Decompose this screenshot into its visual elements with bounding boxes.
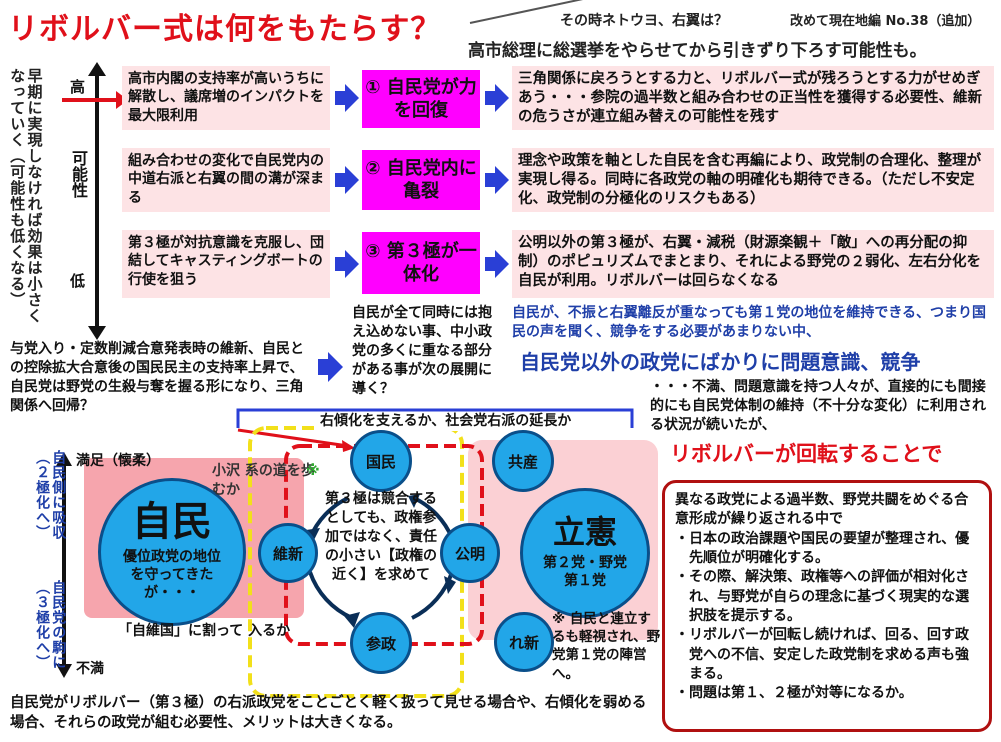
note-right-big: 自民党以外の政党にばかりに問題意識、競争 xyxy=(520,350,921,374)
top-note: その時ネトウヨ、右翼は？ xyxy=(560,13,728,29)
row2-arrow-icon xyxy=(345,166,359,194)
arc-sansei-komei xyxy=(411,571,454,620)
axis-arrow-up-icon xyxy=(88,62,106,76)
row2-outcome: 理念や政策を軸とした自民を含む再編により、政党制の合理化、整理が実現し得る。同時… xyxy=(512,148,994,212)
komei-circle: 公明 xyxy=(440,523,500,583)
note-right-small: ・・・不満、問題意識を持つ人々が、直接的にも間接的にも自民党体制の維持（不十分な… xyxy=(650,379,986,433)
row1-arrow2-stem xyxy=(485,91,495,105)
page-title: リボルバー式は何をもたらす？ xyxy=(8,12,442,47)
bottom-right-item: ・問題は第１、２極が対等になるか。 xyxy=(675,685,913,702)
left-vert-piece: 自民党の駒に（３極化へ） xyxy=(34,580,67,670)
row2-cause: 組み合わせの変化で自民党内の中道右派と右翼の間の溝が深まる xyxy=(122,148,330,212)
row3-result: ③ 第３極が一体化 xyxy=(362,232,480,294)
row3-arrow2-icon xyxy=(495,250,509,278)
ozawa-mark: ※ xyxy=(306,463,320,479)
blue-bracket xyxy=(236,408,634,428)
bottom-left-note: 自民党がリボルバー（第３極）の右派政党をことごとく軽く扱って見せる場合や、右傾化… xyxy=(10,695,647,731)
axis-low-label: 低 xyxy=(70,272,86,290)
top-subtitle: 高市総理に総選挙をやらせてから引きずり下ろす可能性も。 xyxy=(468,41,927,61)
arc-head-2-icon xyxy=(344,612,360,628)
top-reference: 改めて現在地編 No.38（追加） xyxy=(790,14,981,29)
axis-arrow-down-icon xyxy=(88,326,106,340)
bottom-right-item: ・リボルバーが回転し続ければ、回る、回す政党への不信、安定した政党制を求める声も… xyxy=(675,627,969,682)
arc-head-3-icon xyxy=(444,576,456,594)
row1-arrow-stem xyxy=(335,91,345,105)
kokumin-label: 国民 xyxy=(365,452,396,471)
bottom-right-box: 異なる政党による過半数、野党共闘をめぐる合意形成が繰り返される中で ・日本の政治… xyxy=(662,480,992,732)
row1-arrow2-icon xyxy=(495,84,509,112)
mid-arrow-icon xyxy=(328,352,343,382)
axis-line xyxy=(95,72,99,330)
satisfaction-arrow-down-icon xyxy=(56,664,72,678)
row3-arrow-icon xyxy=(345,250,359,278)
bottom-right-item: ・その際、解決策、政権等への評価が相対化され、与野党が自らの理念に基づく現実的な… xyxy=(675,569,970,624)
rikken-label: 立憲 xyxy=(552,512,617,551)
komei-label: 公明 xyxy=(454,544,485,563)
row1-cause: 高市内閣の支持率が高いうちに解散し、議席増のインパクトを最大限利用 xyxy=(122,66,330,130)
row1-outcome: 三角関係に戻ろうとする力と、リボルバー式が残ろうとする力がせめぎあう・・・参院の… xyxy=(512,66,994,130)
note-green: ※ 自民と連立するも軽視され、野党第１党の陣営へ。 xyxy=(552,611,661,682)
bottom-right-intro: 異なる政党による過半数、野党共闘をめぐる合意形成が繰り返される中で xyxy=(675,492,969,528)
jimin-label: 自民 xyxy=(132,498,212,545)
reiwa-label: れ新 xyxy=(508,633,539,652)
row3-arrow-stem xyxy=(335,257,345,271)
axis-mid-label: 可能性 xyxy=(69,150,88,198)
row2-arrow2-stem xyxy=(485,173,495,187)
ozawa-note: 小沢 系の道を歩むか xyxy=(212,463,315,498)
unsatisfied-label: 不満 xyxy=(76,661,104,677)
satisfaction-arrow-up-icon xyxy=(56,452,72,466)
jimin-sub: 優位政党の地位を守ってきたが・・・ xyxy=(123,548,221,602)
row3-outcome: 公明以外の第３極が、右翼・減税（財源楽観＋「敵」への再分配の抑制）のポピュリズム… xyxy=(512,230,994,298)
bottom-right-item: ・日本の政治課題や国民の要望が整理され、優先順位が明確化する。 xyxy=(675,530,970,566)
rikken-sub: 第２党・野党第１党 xyxy=(543,554,627,589)
left-vert-absorb: 自民側に吸収（２極化へ） xyxy=(34,450,67,540)
mid-arrow-stem xyxy=(318,359,330,375)
axis-high-label: 高 xyxy=(70,78,86,96)
row3-cause: 第３極が対抗意識を克服し、団結してキャスティングボートの行使を狙う xyxy=(122,230,330,298)
kokumin-circle: 国民 xyxy=(350,430,412,492)
row2-result: ② 自民党内に亀裂 xyxy=(362,150,480,210)
bracket-label: 右傾化を支えるか、社会党右派の延長か xyxy=(318,412,574,431)
left-vertical-note: 早期に実現しなければ効果は小さくなっていく（可能性も低くなる） xyxy=(8,68,44,324)
ishin-label: 維新 xyxy=(272,544,303,563)
jimin-circle: 自民 優位政党の地位を守ってきたが・・・ xyxy=(98,478,246,626)
red-arrow-line xyxy=(62,98,118,102)
arc-head-4-icon xyxy=(408,494,420,508)
satisfied-label: 満足（懐柔） xyxy=(76,453,160,469)
row1-result: ① 自民党が力を回復 xyxy=(362,70,480,128)
note-right-blue: 自民が、不振と右翼離反が重なっても第１党の地位を維持できる、つまり国民の声を聞く… xyxy=(512,305,987,340)
sansei-circle: 参政 xyxy=(350,612,412,674)
note-left: 与党入り・定数削減合意発表時の維新、自民との控除拡大合意後の国民民主の支持率上昇… xyxy=(10,341,304,414)
ishin-circle: 維新 xyxy=(258,523,318,583)
reiwa-circle: れ新 xyxy=(494,612,554,672)
nippon-ishin-note: 「自維国」に割って 入るか xyxy=(118,623,291,639)
row2-arrow2-icon xyxy=(495,166,509,194)
bottom-right-list: ・日本の政治課題や国民の要望が整理され、優先順位が明確化する。 ・その際、解決策… xyxy=(675,530,979,704)
note-center: 自民が全て同時には抱え込めない事、中小政党の多くに重なる部分がある事が次の展開に… xyxy=(352,305,492,397)
center-text: 第３極は競合するとしても、政権参加ではなく、責任の小さい【政権の近く】を求めて xyxy=(325,491,437,583)
kyosan-label: 共産 xyxy=(507,452,538,471)
row1-arrow-icon xyxy=(345,84,359,112)
rikken-circle: 立憲 第２党・野党第１党 xyxy=(520,488,650,618)
note-right-red: リボルバーが回転することで xyxy=(670,442,943,466)
kyosan-circle: 共産 xyxy=(492,430,554,492)
sansei-label: 参政 xyxy=(365,634,396,653)
row2-arrow-stem xyxy=(335,173,345,187)
row3-arrow2-stem xyxy=(485,257,495,271)
